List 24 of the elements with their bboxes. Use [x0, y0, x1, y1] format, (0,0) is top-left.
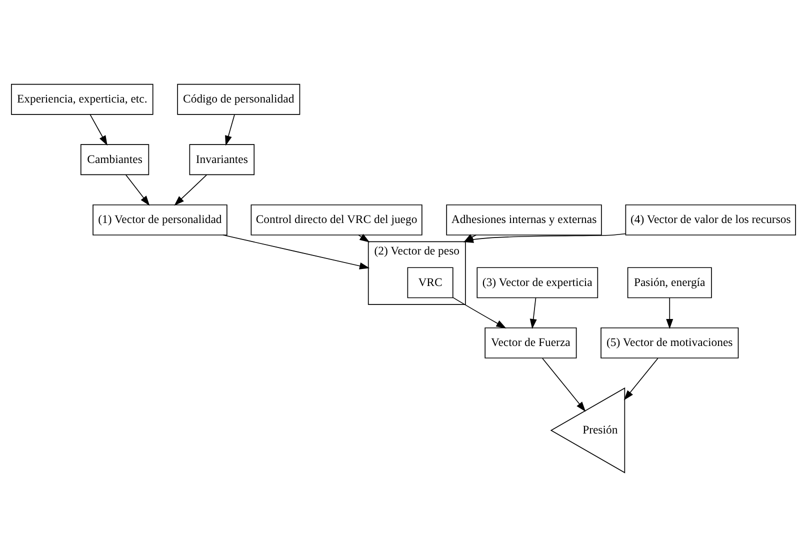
node-box: Código de personalidad [177, 84, 300, 115]
arrow [358, 234, 370, 242]
arrow [225, 114, 235, 146]
node-box: Pasión, energía [627, 267, 712, 298]
arrow [542, 358, 586, 412]
node-box: (1) Vector de personalidad [92, 204, 228, 236]
node-box: Vector de Fuerza [484, 327, 577, 358]
arrow [624, 358, 658, 400]
node-box: Cambiantes [80, 144, 150, 176]
node-box: (4) Vector de valor de los recursos [625, 204, 796, 236]
node-box: VRC [407, 267, 454, 298]
arrow [666, 298, 674, 330]
arrow [530, 298, 537, 330]
node-box: Invariantes [189, 144, 255, 176]
arrow [90, 114, 108, 146]
node-box: Experiencia, experticia, etc. [11, 84, 154, 115]
node-box: (3) Vector de experticia [476, 267, 598, 298]
arrow [174, 174, 208, 206]
node-box: Control directo del VRC del juego [250, 204, 422, 236]
arrow [222, 234, 370, 270]
node-box: Adhesiones internas y externas [446, 204, 602, 236]
arrow [452, 297, 506, 328]
node-box: (5) Vector de motivaciones [600, 327, 739, 358]
arrow [126, 174, 150, 206]
